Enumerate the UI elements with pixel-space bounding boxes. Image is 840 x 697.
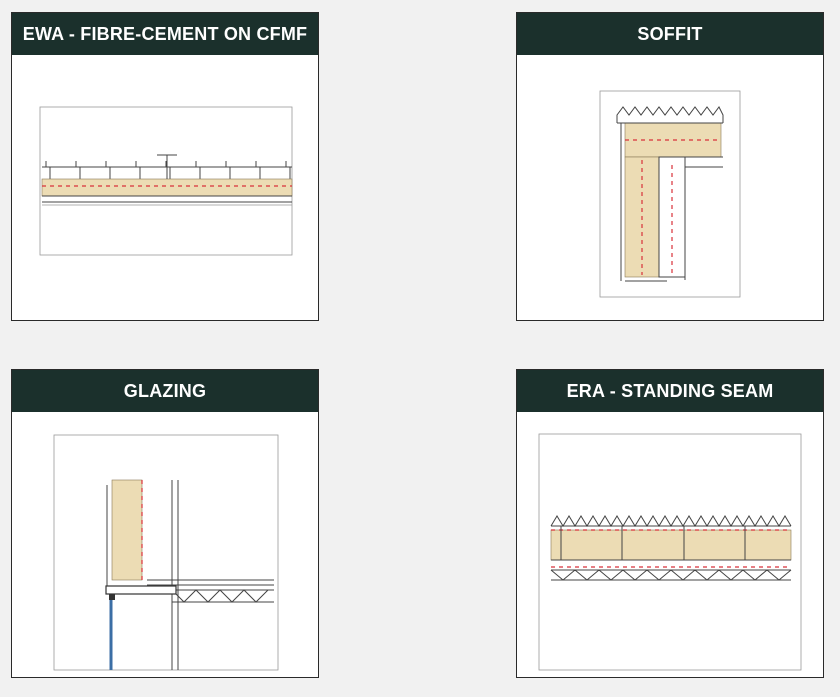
detail-card-era[interactable]: ERA - STANDING SEAM [516, 369, 824, 678]
detail-drawing-era [517, 412, 823, 677]
detail-card-glazing[interactable]: GLAZING [11, 369, 319, 678]
detail-drawing-ewa [12, 55, 318, 320]
detail-title: GLAZING [12, 370, 318, 412]
detail-title: SOFFIT [517, 13, 823, 55]
stud-profile [135, 161, 141, 179]
era-section-drawing [538, 433, 802, 671]
glazing-section-drawing [53, 434, 279, 671]
detail-drawing-soffit [517, 55, 823, 320]
stud-profile [285, 161, 291, 179]
stud-profile [45, 161, 51, 179]
stud-profile [225, 161, 231, 179]
stud-profile [165, 161, 171, 179]
ewa-section-drawing [39, 106, 293, 256]
stud-profile [195, 161, 201, 179]
detail-title: ERA - STANDING SEAM [517, 370, 823, 412]
detail-card-ewa[interactable]: EWA - FIBRE-CEMENT ON CFMF [11, 12, 319, 321]
soffit-section-drawing [599, 90, 741, 298]
stud-profile [255, 161, 261, 179]
detail-title: EWA - FIBRE-CEMENT ON CFMF [12, 13, 318, 55]
stud-profile [105, 161, 111, 179]
detail-card-soffit[interactable]: SOFFIT [516, 12, 824, 321]
stud-profile [75, 161, 81, 179]
detail-drawing-glazing [12, 412, 318, 677]
